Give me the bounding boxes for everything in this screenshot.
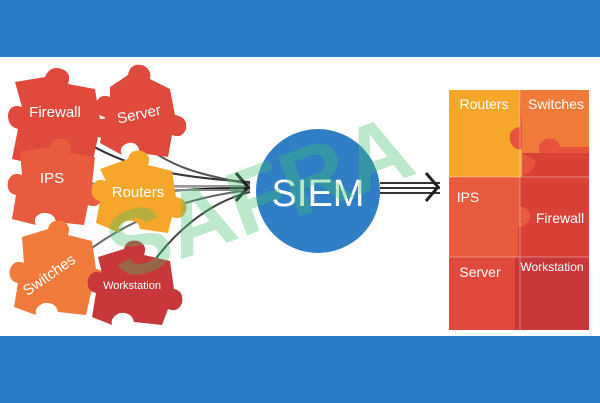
piece-switches: Switches xyxy=(9,220,107,315)
top-banner xyxy=(0,0,600,57)
piece-ips: IPS xyxy=(7,138,103,225)
chevron-right-icon xyxy=(424,172,440,202)
piece-routers: Routers xyxy=(91,150,187,233)
siem-label: SIEM xyxy=(272,173,365,215)
piece-server: Server xyxy=(95,64,187,157)
assembled-label-workstation: Workstation xyxy=(520,260,583,274)
assembled-firewall xyxy=(518,153,589,257)
diagram-canvas: SIEM Firewall Server IPS xyxy=(0,57,600,336)
piece-label-ips: IPS xyxy=(40,170,64,187)
assembled-workstation xyxy=(515,257,589,330)
assembled-switches xyxy=(520,90,589,153)
assembled-label-routers: Routers xyxy=(459,96,508,112)
assembled-label-ips: IPS xyxy=(457,189,480,205)
assembled-ips xyxy=(449,177,531,257)
piece-label-routers: Routers xyxy=(112,184,165,201)
output-lines xyxy=(380,182,440,194)
diagram-svg: SIEM Firewall Server IPS xyxy=(7,64,589,330)
bottom-banner xyxy=(0,336,600,403)
assembled-server xyxy=(449,257,515,330)
assembled-puzzle: Routers Switches IPS Firewall Server Wor… xyxy=(449,90,589,330)
chevron-right-icon xyxy=(234,172,250,202)
siem-circle xyxy=(256,129,380,253)
assembled-routers xyxy=(449,90,522,177)
assembled-label-firewall: Firewall xyxy=(536,210,584,226)
piece-label-workstation: Workstation xyxy=(103,280,161,292)
piece-workstation: Workstation xyxy=(87,240,183,325)
piece-label-firewall: Firewall xyxy=(29,104,81,121)
piece-firewall: Firewall xyxy=(8,68,112,165)
assembled-label-switches: Switches xyxy=(528,96,584,112)
assembled-label-server: Server xyxy=(459,264,501,280)
